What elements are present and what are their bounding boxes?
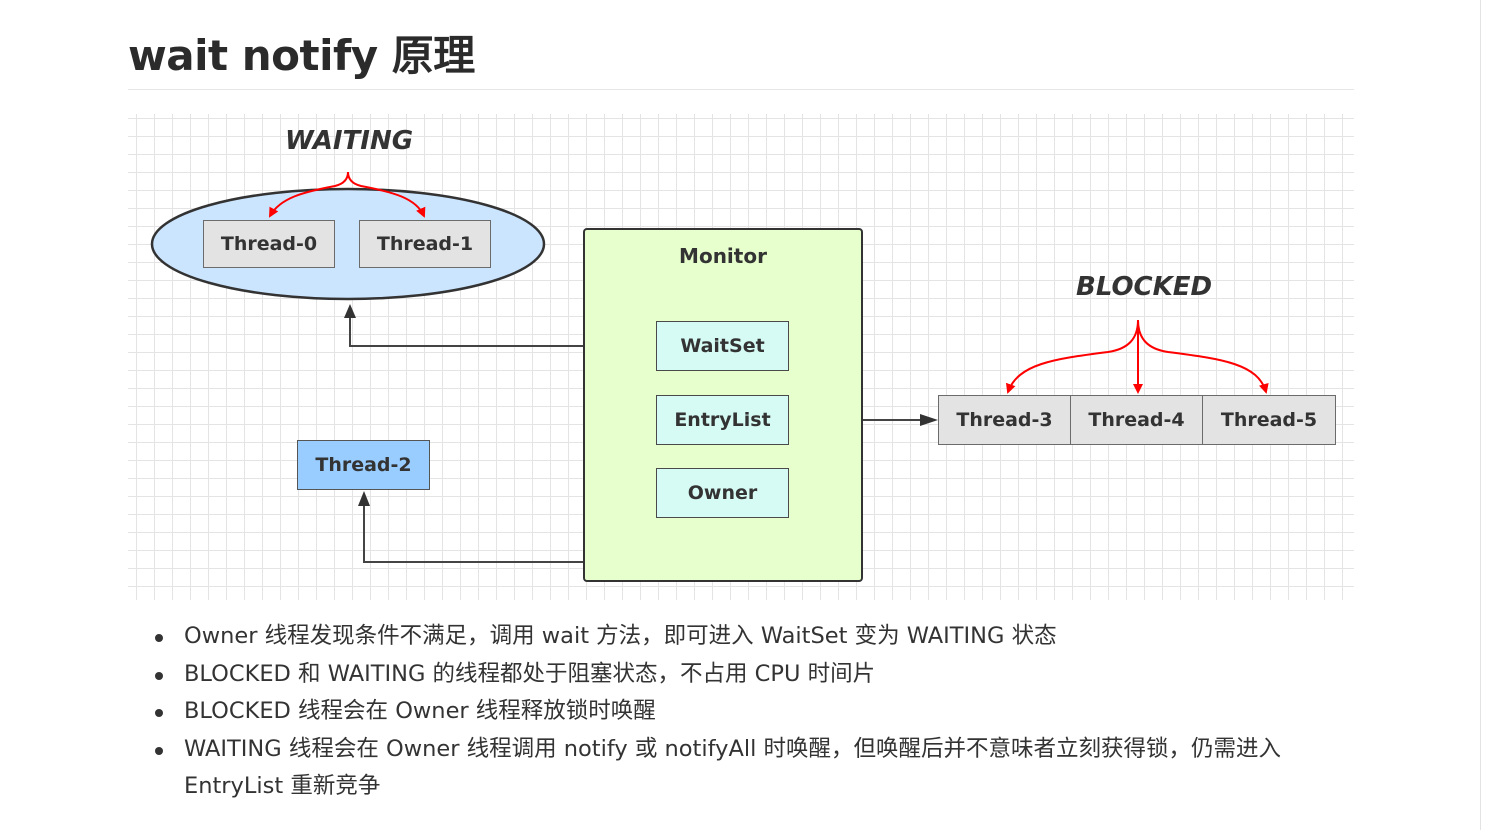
waiting-red-arrow-right: [347, 171, 426, 218]
bullet-dot: [155, 709, 163, 717]
bullet-dot: [155, 746, 163, 755]
thread-box-4: Thread-4: [1070, 395, 1203, 445]
blocked-arrowhead: [920, 414, 938, 426]
title-divider: [128, 89, 1354, 90]
waitset-ellipse: [150, 187, 546, 301]
blocked-red-arrow-left: [1005, 319, 1139, 394]
bullet-dot: [155, 634, 163, 642]
bullet-text: WAITING 线程会在 Owner 线程调用 notify 或 notifyA…: [184, 735, 1281, 800]
thread-box-5: Thread-5: [1202, 395, 1336, 445]
waiting-state-label: WAITING: [285, 126, 414, 156]
entrylist-slot: EntryList: [656, 395, 789, 445]
explanation-list: Owner 线程发现条件不满足，调用 wait 方法，即可进入 WaitSet …: [150, 618, 1350, 806]
owner-thread-box: Thread-2: [297, 440, 430, 490]
bullet-text: BLOCKED 和 WAITING 的线程都处于阻塞状态，不占用 CPU 时间片: [184, 660, 876, 687]
waiting-red-arrow-left: [269, 171, 349, 218]
list-item: WAITING 线程会在 Owner 线程调用 notify 或 notifyA…: [150, 731, 1350, 806]
list-item: BLOCKED 和 WAITING 的线程都处于阻塞状态，不占用 CPU 时间片: [150, 656, 1350, 694]
waitset-slot: WaitSet: [656, 321, 789, 371]
blocked-red-arrow-right: [1137, 319, 1269, 394]
monitor-label: Monitor: [679, 244, 767, 268]
page-right-border: [1480, 0, 1481, 830]
bullet-text: Owner 线程发现条件不满足，调用 wait 方法，即可进入 WaitSet …: [184, 623, 1057, 649]
thread-box-3: Thread-3: [938, 395, 1071, 445]
list-item: Owner 线程发现条件不满足，调用 wait 方法，即可进入 WaitSet …: [150, 618, 1350, 656]
waiting-arrowhead: [344, 304, 356, 318]
page-title: wait notify 原理: [128, 31, 475, 80]
owner-slot: Owner: [656, 468, 789, 518]
blocked-state-label: BLOCKED: [1076, 272, 1213, 302]
waitset-to-waiting-connector: [349, 316, 657, 347]
monitor-diagram: WAITING BLOCKED Thread-0 Thread-1 Monito…: [128, 114, 1354, 600]
thread-box-1: Thread-1: [359, 220, 491, 268]
owner-arrowhead: [358, 491, 370, 506]
bullet-text: BLOCKED 线程会在 Owner 线程释放锁时唤醒: [184, 698, 656, 724]
thread-box-0: Thread-0: [203, 220, 335, 268]
list-item: BLOCKED 线程会在 Owner 线程释放锁时唤醒: [150, 693, 1350, 731]
bullet-dot: [155, 671, 163, 680]
